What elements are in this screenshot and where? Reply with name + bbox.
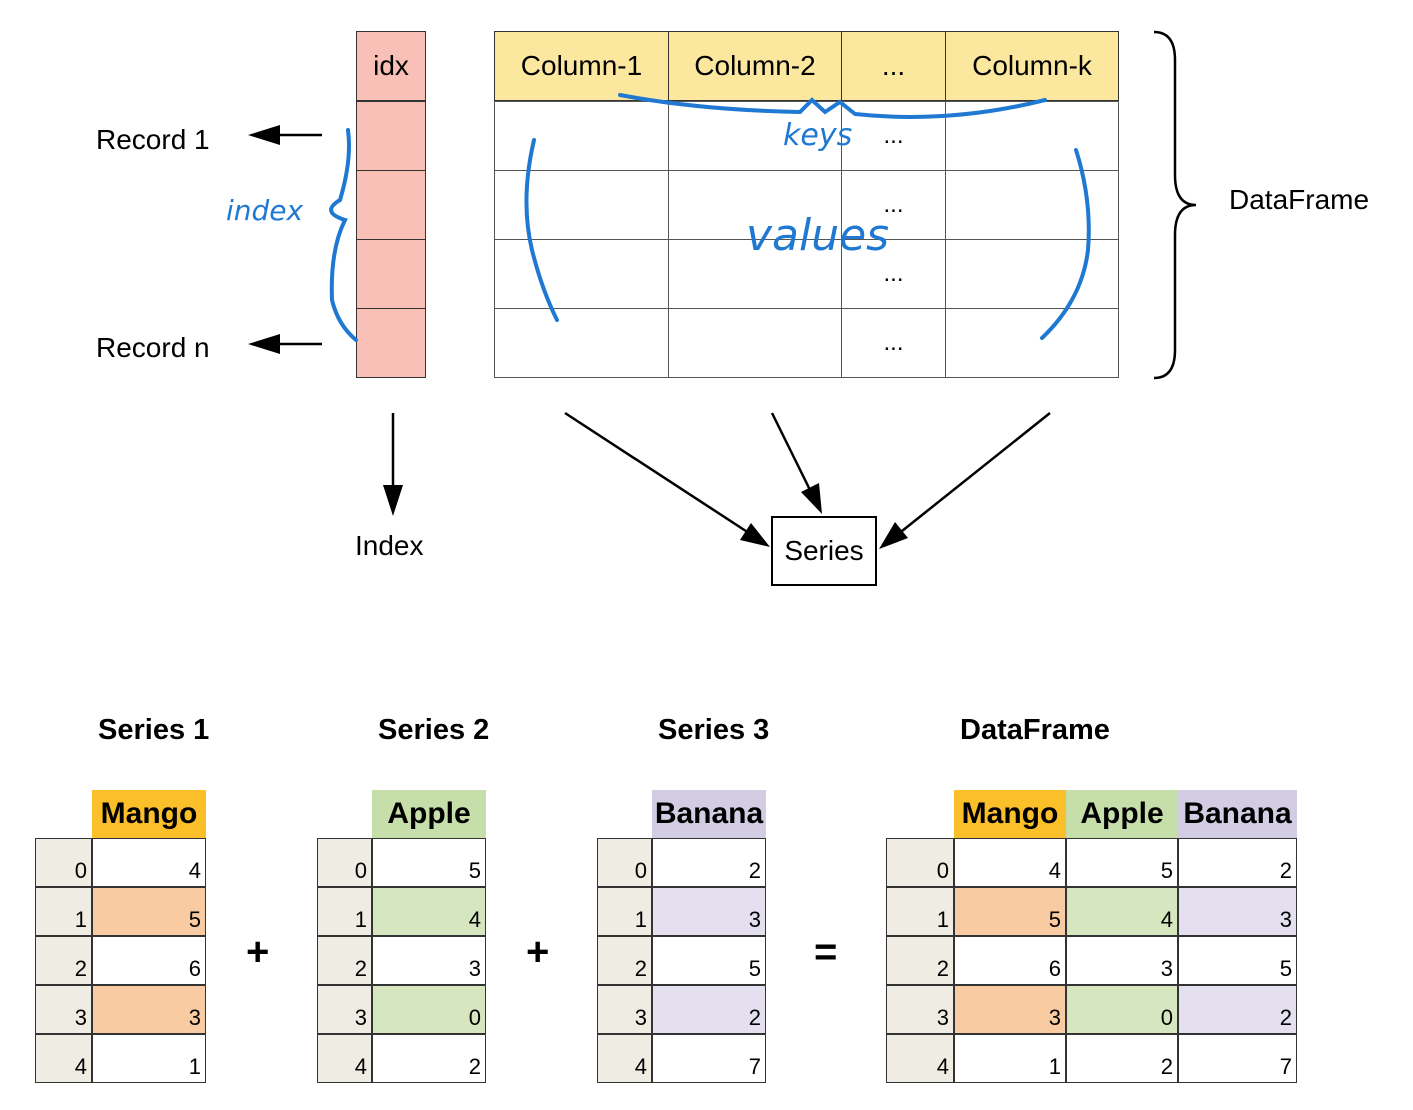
- value-cell: 0: [372, 985, 486, 1034]
- grid-cell: ...: [841, 308, 946, 378]
- index-cell: 2: [886, 936, 954, 985]
- column-header: Mango: [92, 790, 206, 838]
- column-header: Mango: [954, 790, 1066, 838]
- value-cell: 2: [1178, 985, 1297, 1034]
- grid-cell: [494, 170, 669, 240]
- value-cell: 3: [92, 985, 206, 1034]
- index-cell: 2: [597, 936, 652, 985]
- table-title: Series 1: [98, 714, 210, 746]
- equals-operator: =: [814, 930, 838, 974]
- index-label: Index: [355, 530, 424, 561]
- value-cell: 4: [372, 887, 486, 936]
- value-cell: 6: [954, 936, 1066, 985]
- value-cell: 2: [652, 985, 766, 1034]
- value-cell: 2: [372, 1034, 486, 1083]
- index-cell: 2: [317, 936, 372, 985]
- idx-cell: [356, 239, 426, 309]
- index-cell: 0: [317, 838, 372, 887]
- index-cell: 2: [35, 936, 92, 985]
- index-cell: 4: [35, 1034, 92, 1083]
- column-header: Apple: [372, 790, 486, 838]
- index-cell: 3: [35, 985, 92, 1034]
- grid-cell: [668, 101, 842, 171]
- index-cell: 0: [597, 838, 652, 887]
- value-cell: 7: [652, 1034, 766, 1083]
- value-cell: 1: [92, 1034, 206, 1083]
- value-cell: 6: [92, 936, 206, 985]
- arrow-record-first: [248, 125, 322, 145]
- plus-operator: +: [526, 930, 550, 974]
- value-cell: 1: [954, 1034, 1066, 1083]
- idx-cell: [356, 308, 426, 378]
- grid-cell: [494, 239, 669, 309]
- arrow-to-series: [564, 411, 1051, 549]
- index-cell: 3: [317, 985, 372, 1034]
- index-cell: 3: [597, 985, 652, 1034]
- value-cell: 5: [1066, 838, 1178, 887]
- value-cell: 3: [652, 887, 766, 936]
- index-cell: 0: [886, 838, 954, 887]
- column-header: Banana: [652, 790, 766, 838]
- column-header: Apple: [1066, 790, 1178, 838]
- value-cell: 4: [92, 838, 206, 887]
- column-header: ...: [841, 31, 946, 101]
- column-header: Banana: [1178, 790, 1297, 838]
- dataframe-brace: [1153, 30, 1197, 380]
- value-cell: 4: [954, 838, 1066, 887]
- index-cell: 1: [35, 887, 92, 936]
- arrow-record-last: [248, 334, 322, 354]
- value-cell: 5: [92, 887, 206, 936]
- grid-cell: [668, 239, 842, 309]
- value-cell: 7: [1178, 1034, 1297, 1083]
- index-cell: 1: [597, 887, 652, 936]
- index-handwritten: index: [226, 194, 304, 227]
- record-last-label: Record n: [96, 332, 210, 363]
- record-first-label: Record 1: [96, 124, 210, 155]
- dataframe-label: DataFrame: [1229, 184, 1370, 215]
- value-cell: 2: [652, 838, 766, 887]
- series-box: Series: [771, 516, 877, 586]
- value-cell: 4: [1066, 887, 1178, 936]
- index-cell: 4: [317, 1034, 372, 1083]
- value-cell: 5: [954, 887, 1066, 936]
- value-cell: 3: [1178, 887, 1297, 936]
- keys-handwritten: keys: [783, 118, 852, 153]
- value-cell: 5: [652, 936, 766, 985]
- table-title: Series 2: [378, 714, 490, 746]
- value-cell: 2: [1178, 838, 1297, 887]
- value-cell: 3: [372, 936, 486, 985]
- column-header: Column-2: [668, 31, 842, 101]
- idx-cell: [356, 170, 426, 240]
- index-cell: 0: [35, 838, 92, 887]
- table-title: Series 3: [658, 714, 770, 746]
- values-handwritten: values: [746, 210, 889, 261]
- column-header: Column-k: [945, 31, 1119, 101]
- index-cell: 4: [597, 1034, 652, 1083]
- idx-header: idx: [356, 31, 426, 101]
- grid-cell: [945, 239, 1119, 309]
- value-cell: 3: [954, 985, 1066, 1034]
- plus-operator: +: [246, 930, 270, 974]
- handwritten-annotations: [329, 93, 1091, 342]
- column-header: Column-1: [494, 31, 669, 101]
- index-cell: 3: [886, 985, 954, 1034]
- grid-cell: [945, 308, 1119, 378]
- arrow-to-index: [383, 413, 403, 516]
- grid-cell: [494, 308, 669, 378]
- value-cell: 5: [372, 838, 486, 887]
- grid-cell: [668, 308, 842, 378]
- value-cell: 2: [1066, 1034, 1178, 1083]
- value-cell: 3: [1066, 936, 1178, 985]
- table-title: DataFrame: [960, 714, 1110, 746]
- index-cell: 1: [886, 887, 954, 936]
- index-cell: 4: [886, 1034, 954, 1083]
- value-cell: 5: [1178, 936, 1297, 985]
- grid-cell: [668, 170, 842, 240]
- index-cell: 1: [317, 887, 372, 936]
- value-cell: 0: [1066, 985, 1178, 1034]
